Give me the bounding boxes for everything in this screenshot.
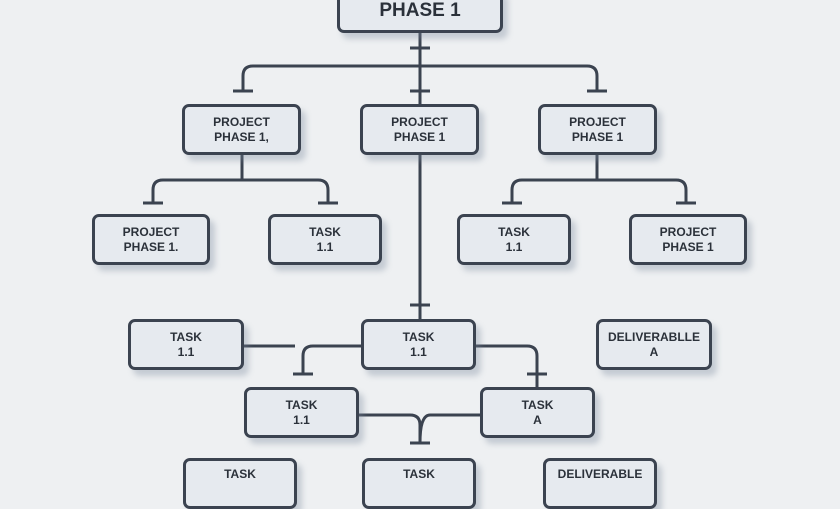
node-label: PHASE 1, xyxy=(214,129,269,144)
node-level5[interactable]: TASK xyxy=(362,458,476,509)
connector-root xyxy=(233,32,607,104)
node-label: DELIVERABLE xyxy=(557,467,643,481)
connector-row4 xyxy=(244,344,547,387)
node-label: 1.1 xyxy=(316,239,334,254)
node-label: TASK xyxy=(170,329,202,344)
node-label: PHASE 1 xyxy=(662,239,714,254)
node-level5[interactable]: TASK xyxy=(183,458,297,509)
node-label: TASK xyxy=(402,329,435,344)
node-label: TASK xyxy=(224,467,256,481)
node-label: PHASE 1 xyxy=(393,129,446,144)
node-label: 1.1 xyxy=(410,344,427,359)
node-label: A xyxy=(533,412,542,427)
node-root[interactable]: PHASE 1 xyxy=(337,0,503,33)
node-label: 1.1 xyxy=(505,239,523,254)
connector-middle xyxy=(410,154,430,319)
node-label: PHASE 1 xyxy=(379,0,461,21)
node-label: PHASE 1. xyxy=(123,239,179,254)
node-label: TASK xyxy=(285,397,318,412)
node-label: 1.1 xyxy=(293,412,310,427)
node-label: PROJECT xyxy=(659,224,717,239)
node-label: TASK xyxy=(403,467,435,481)
connector-left xyxy=(143,154,338,205)
node-label: TASK xyxy=(521,397,554,412)
node-level5[interactable]: DELIVERABLE xyxy=(543,458,657,509)
node-label: PHASE 1 xyxy=(571,129,624,144)
node-label: A xyxy=(649,344,659,359)
node-label: DELIVERABLLE xyxy=(607,329,700,344)
node-label: PROJECT xyxy=(391,114,448,129)
node-label: 1.1 xyxy=(177,344,195,359)
node-label: PROJECT xyxy=(122,224,180,239)
connector-right xyxy=(502,154,696,205)
node-label: PROJECT xyxy=(569,114,626,129)
connector-row5 xyxy=(359,413,480,445)
node-label: PROJECT xyxy=(213,114,270,129)
connector-lines xyxy=(143,32,696,445)
node-label: TASK xyxy=(498,224,530,239)
node-label: TASK xyxy=(309,224,341,239)
